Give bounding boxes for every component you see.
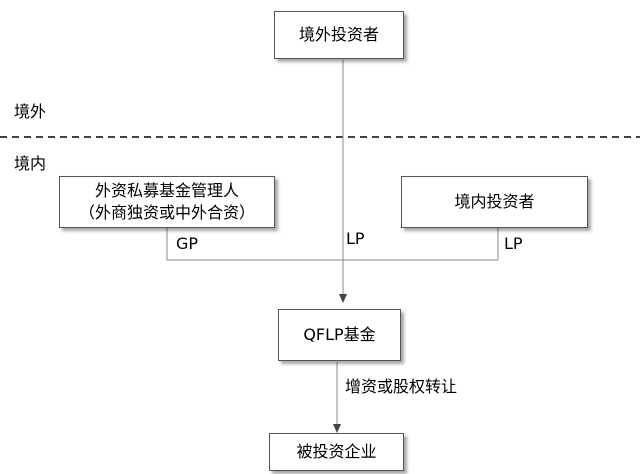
- arrow-to-investee: [333, 424, 341, 433]
- foreign-pe-manager-node: 外资私募基金管理人 （外商独资或中外合资）: [59, 176, 275, 228]
- investee-company-node: 被投资企业: [269, 433, 404, 471]
- domestic-investor-label: 境内投资者: [454, 192, 535, 211]
- foreign-investor-node: 境外投资者: [274, 11, 404, 59]
- gp-edge-label: GP: [176, 234, 199, 253]
- lp-domestic-edge-label: LP: [504, 234, 523, 253]
- region-onshore-label: 境内: [14, 154, 47, 173]
- foreign-investor-label: 境外投资者: [298, 25, 379, 44]
- capital-increase-edge-label: 增资或股权转让: [345, 377, 458, 396]
- domestic-investor-node: 境内投资者: [401, 176, 588, 228]
- qflp-fund-label: QFLP基金: [303, 325, 376, 344]
- arrow-to-qflp-fund: [339, 294, 347, 303]
- region-offshore-label: 境外: [14, 102, 47, 121]
- investee-company-label: 被投资企业: [296, 442, 377, 461]
- lp-foreign-edge-label: LP: [346, 229, 365, 248]
- qflp-fund-node: QFLP基金: [278, 309, 401, 361]
- manager-label-line2: （外商独资或中外合资）: [78, 203, 255, 222]
- manager-label-line1: 外资私募基金管理人: [94, 181, 239, 200]
